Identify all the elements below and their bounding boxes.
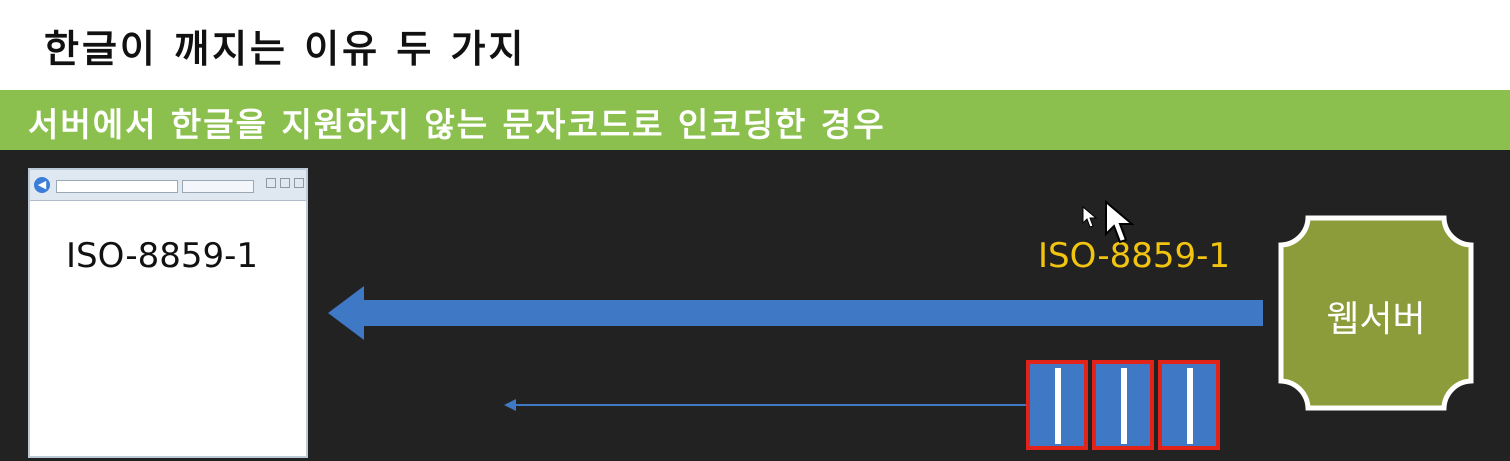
- response-arrow: [328, 286, 1263, 340]
- web-server-shape: [1278, 215, 1474, 411]
- cursor-icon: [1105, 200, 1135, 244]
- slide-title: 한글이 깨지는 이유 두 가지: [44, 27, 527, 71]
- browser-encoding-text: ISO-8859-1: [66, 236, 259, 276]
- browser-window: ◀ ISO-8859-1: [28, 168, 308, 458]
- browser-toolbar: ◀: [30, 170, 306, 201]
- address-bar: [56, 180, 178, 193]
- minimize-icon: [266, 178, 276, 188]
- back-icon: ◀: [34, 177, 50, 193]
- packet-block: [1026, 360, 1088, 450]
- packet-stripe: [1055, 368, 1061, 444]
- packet-block: [1092, 360, 1154, 450]
- subtitle-bar: 서버에서 한글을 지원하지 않는 문자코드로 인코딩한 경우: [0, 90, 1510, 150]
- small-cursor-icon: [1082, 206, 1098, 228]
- close-icon: [294, 178, 304, 188]
- data-arrow: [504, 399, 1034, 411]
- packet-stripe: [1121, 368, 1127, 444]
- packet-stripe: [1187, 368, 1193, 444]
- web-server-label: 웹서버: [1326, 299, 1426, 340]
- browser-tab: [182, 180, 254, 193]
- slide-subtitle: 서버에서 한글을 지원하지 않는 문자코드로 인코딩한 경우: [28, 105, 886, 144]
- maximize-icon: [280, 178, 290, 188]
- packet-block: [1158, 360, 1220, 450]
- charset-label: ISO-8859-1: [1038, 236, 1231, 276]
